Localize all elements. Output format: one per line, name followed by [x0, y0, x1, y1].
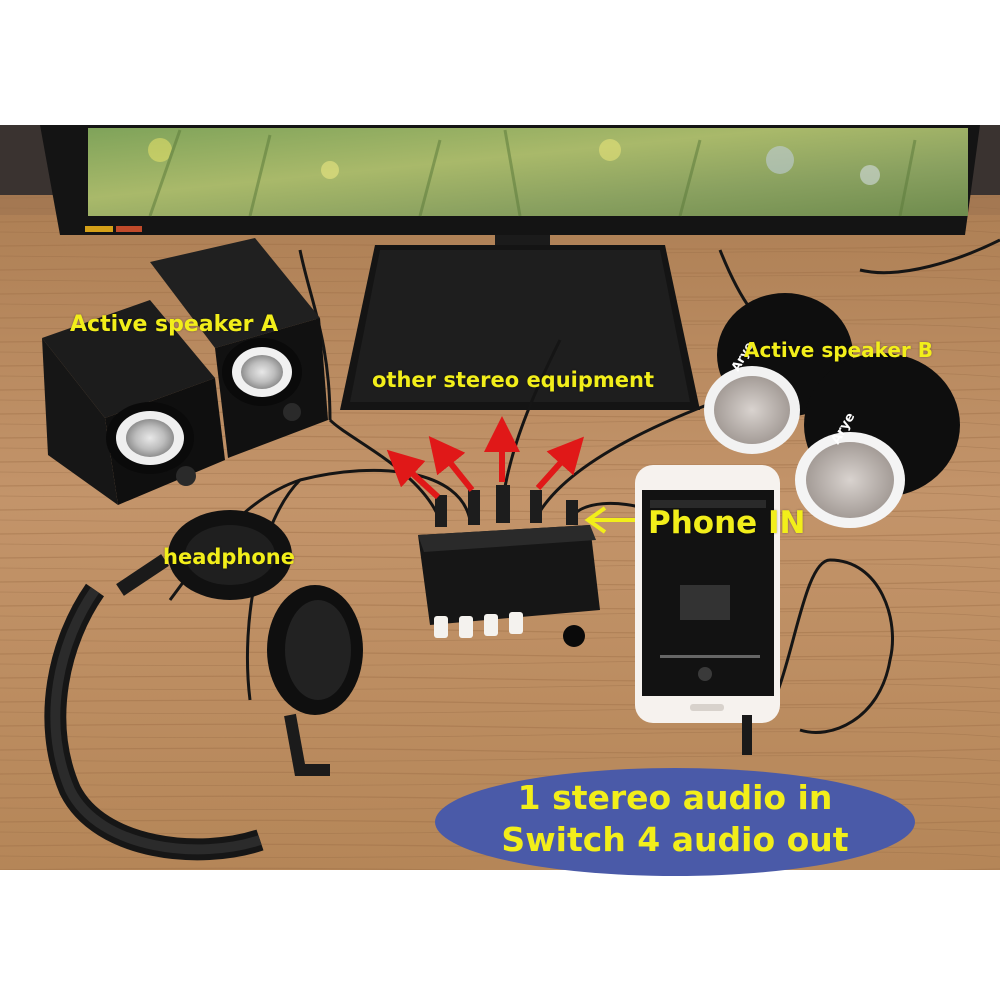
- label-phone-in: Phone IN: [648, 505, 806, 541]
- label-speaker-b: Active speaker B: [744, 338, 933, 362]
- banner-line-1: 1 stereo audio in: [517, 778, 833, 817]
- audio-switch-box: [418, 485, 600, 647]
- arrow-icon-4: [535, 436, 585, 491]
- switch-button-4: [509, 612, 523, 634]
- arrow-icon-1: [386, 449, 441, 500]
- banner-line-2: Switch 4 audio out: [501, 820, 849, 859]
- volume-knob: [563, 625, 585, 647]
- arrow-icon-2: [428, 435, 475, 492]
- switch-button-2: [459, 616, 473, 638]
- speaker-b: Arye Arye: [704, 293, 960, 528]
- label-other-equipment: other stereo equipment: [372, 368, 655, 392]
- label-speaker-a: Active speaker A: [70, 312, 279, 337]
- label-headphone: headphone: [163, 545, 295, 569]
- headphones: [44, 510, 363, 861]
- switch-button-1: [434, 616, 448, 638]
- switch-button-3: [484, 614, 498, 636]
- banner-ellipse: [435, 768, 915, 876]
- monitor: [40, 125, 980, 410]
- phone: [635, 465, 780, 755]
- output-arrows: [386, 416, 585, 500]
- speaker-a: [42, 238, 328, 505]
